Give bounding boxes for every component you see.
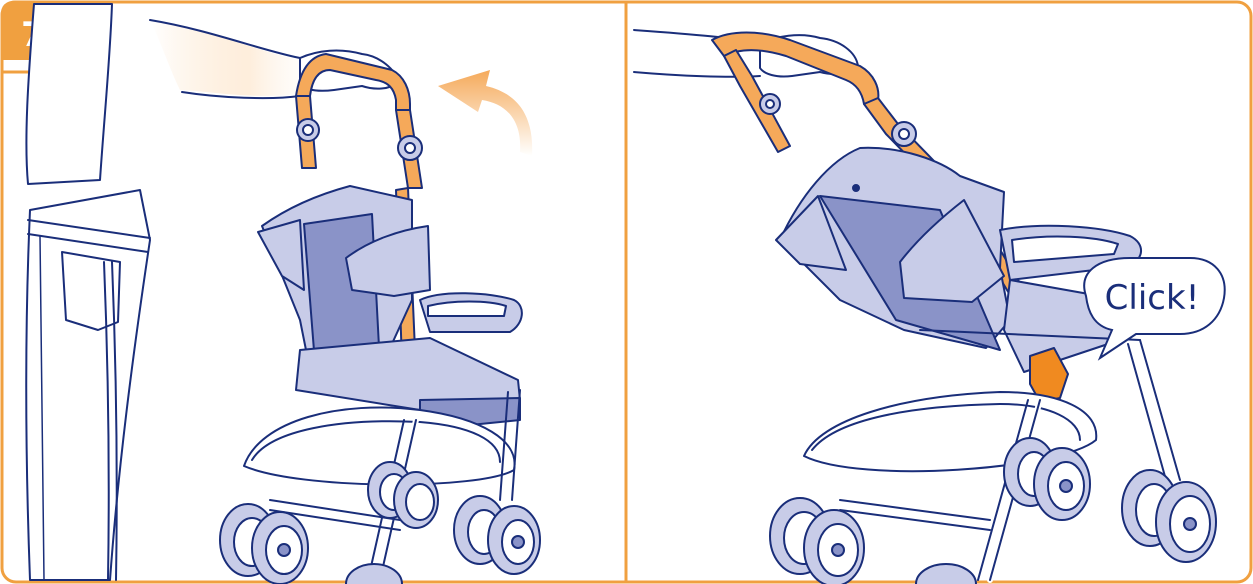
curved-up-arrow-icon	[438, 70, 532, 156]
right-rear-wheels	[1122, 470, 1216, 562]
click-text: Click!	[1105, 278, 1200, 318]
seat-back-right	[776, 148, 1010, 350]
left-front-wheels	[220, 504, 308, 584]
left-rear-wheels	[454, 496, 540, 574]
person-figure	[26, 4, 150, 580]
